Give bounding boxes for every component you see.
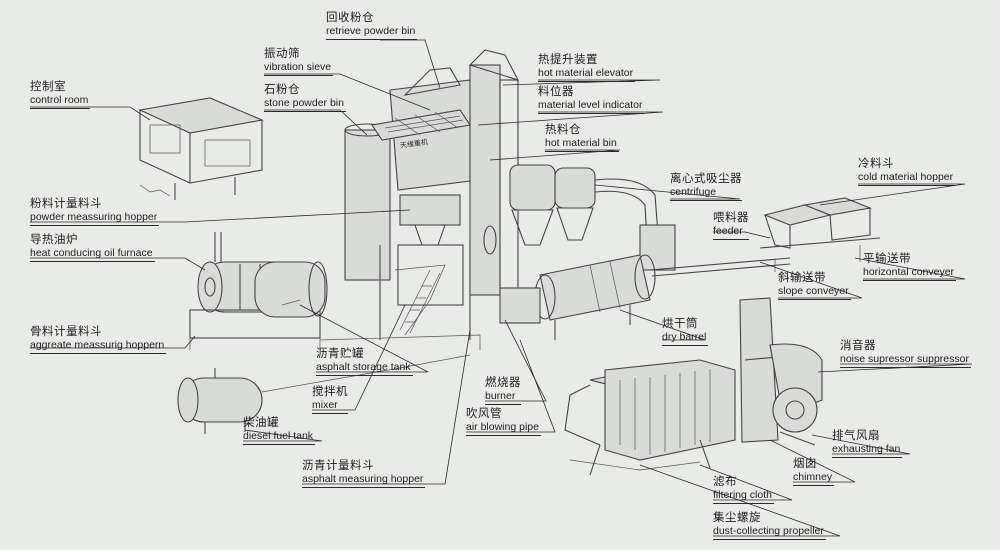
centrifuge-drawing bbox=[509, 164, 676, 271]
label-mixer: 搅拌机 mixer bbox=[312, 384, 348, 414]
label-filtering-cloth: 滤布 filtering cloth bbox=[713, 474, 774, 504]
chimney-drawing bbox=[739, 297, 823, 446]
label-heat-oil-furnace: 导热油炉 heat conducing oil furnace bbox=[30, 232, 155, 262]
label-stone-powder-bin: 石粉仓 stone powder bin bbox=[264, 82, 346, 112]
label-feeder: 喂料器 feeder bbox=[713, 210, 749, 240]
label-material-level-indicator: 料位器 material level indicator bbox=[538, 84, 645, 114]
label-horizontal-conveyer: 平输送带 horizontal conveyer bbox=[863, 251, 957, 281]
label-dry-barrel: 烘干筒 dry barrel bbox=[662, 316, 709, 346]
label-diesel-fuel-tank: 柴油罐 diesel fuel tank bbox=[243, 415, 316, 445]
conveyor-drawing bbox=[649, 197, 881, 277]
label-centrifuge: 离心式吸尘器 centrifuge bbox=[670, 171, 742, 201]
label-vibration-sieve: 振动筛 vibration sieve bbox=[264, 46, 334, 76]
label-hot-material-bin: 热料仓 hot material bin bbox=[545, 122, 619, 152]
label-control-room: 控制室 control room bbox=[30, 79, 91, 109]
label-asphalt-storage-tank: 沥青贮罐 asphalt storage tank bbox=[316, 346, 413, 376]
label-aggregate-hopper: 骨料计量料斗 aggreate meassurig hoppern bbox=[30, 324, 167, 354]
label-chimney: 烟囱 chimney bbox=[793, 456, 835, 486]
diesel-tank-drawing bbox=[177, 354, 471, 434]
label-slope-conveyer: 斜输送带 slope conveyer bbox=[778, 270, 851, 300]
label-powder-measuring-hopper: 粉料计量料斗 powder meassuring hopper bbox=[30, 196, 160, 226]
control-room-drawing bbox=[138, 97, 264, 200]
label-noise-suppressor: 消音器 noise supressor suppressor bbox=[840, 338, 971, 368]
label-retrieve-powder-bin: 回收粉仓 retrieve powder bin bbox=[326, 10, 418, 40]
hot-elevator-drawing bbox=[468, 49, 520, 296]
label-asphalt-measuring-hopper: 沥青计量料斗 asphalt measuring hopper bbox=[302, 458, 426, 488]
label-cold-material-hopper: 冷料斗 cold material hopper bbox=[858, 156, 956, 186]
asphalt-storage-tank-drawing bbox=[254, 261, 328, 318]
baghouse-drawing bbox=[564, 359, 736, 476]
dry-barrel-drawing bbox=[499, 254, 656, 340]
label-dust-collecting-propeller: 集尘螺旋 dust-collecting propeller bbox=[713, 510, 826, 540]
label-air-blowing-pipe: 吹风管 air blowing pipe bbox=[466, 406, 541, 436]
label-hot-material-elevator: 热提升装置 hot material elevator bbox=[538, 52, 636, 82]
label-burner: 燃烧器 burner bbox=[485, 375, 521, 405]
tower-drawing bbox=[319, 67, 481, 350]
label-exhausting-fan: 排气风扇 exhausting fan bbox=[832, 428, 903, 458]
